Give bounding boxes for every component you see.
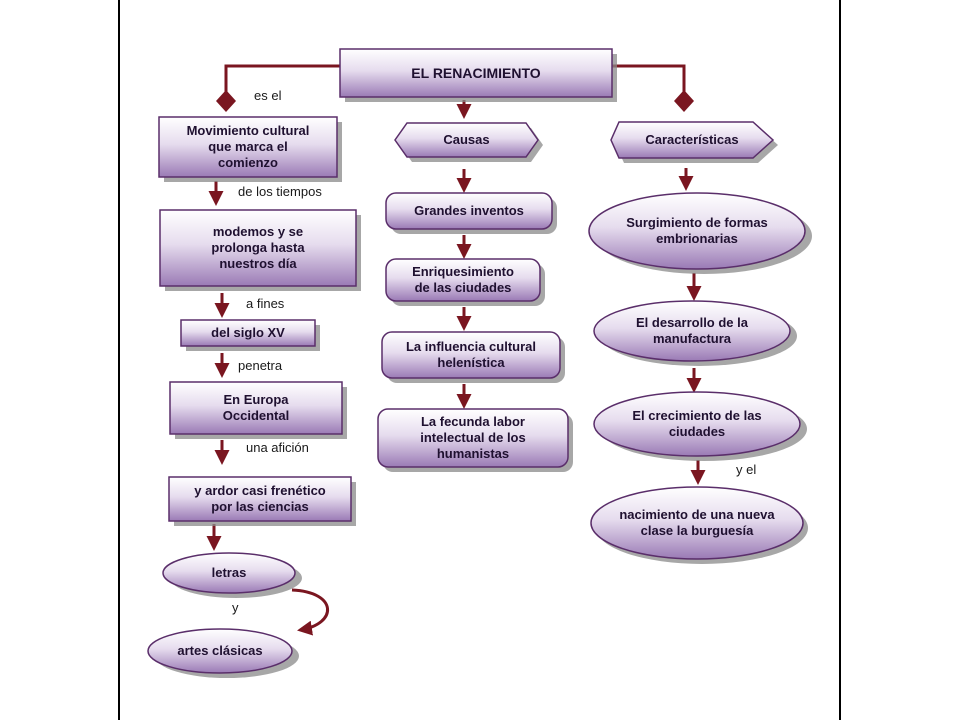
label-a-fines: a fines (246, 296, 285, 311)
label-penetra: penetra (238, 358, 283, 373)
node-fecunda[interactable] (377, 408, 569, 468)
node-modernos[interactable] (159, 209, 357, 287)
connector-right (612, 64, 686, 95)
label-de-los-tiempos: de los tiempos (238, 184, 322, 199)
node-inventos[interactable] (385, 192, 553, 230)
node-movimiento[interactable] (158, 116, 338, 178)
slide-frame (118, 0, 841, 720)
node-europa[interactable] (169, 381, 343, 435)
node-siglo[interactable] (180, 319, 316, 347)
arrow-curved-letras-artes (291, 588, 330, 636)
node-renacimiento[interactable] (339, 48, 613, 98)
node-artes[interactable] (147, 628, 293, 674)
node-surgimiento[interactable] (588, 192, 806, 270)
node-caracteristicas[interactable] (610, 121, 775, 159)
node-influencia[interactable] (381, 331, 561, 379)
node-letras[interactable] (162, 552, 296, 594)
label-es-el: es el (254, 88, 282, 103)
node-crecimiento[interactable] (593, 391, 801, 457)
label-y: y (232, 600, 239, 615)
node-causas[interactable] (394, 122, 539, 158)
label-una-aficion: una afición (246, 440, 309, 455)
arrows (206, 100, 706, 636)
diamond-left-icon (216, 90, 236, 112)
node-nacimiento[interactable] (590, 486, 804, 560)
node-ardor[interactable] (168, 476, 352, 522)
diamond-right-icon (674, 90, 694, 112)
top-connectors (224, 64, 686, 95)
node-desarrollo[interactable] (593, 300, 791, 362)
nodes (147, 48, 806, 674)
label-y-el: y el (736, 462, 757, 477)
node-enriquecimiento[interactable] (385, 258, 541, 302)
connector-left (224, 64, 340, 95)
